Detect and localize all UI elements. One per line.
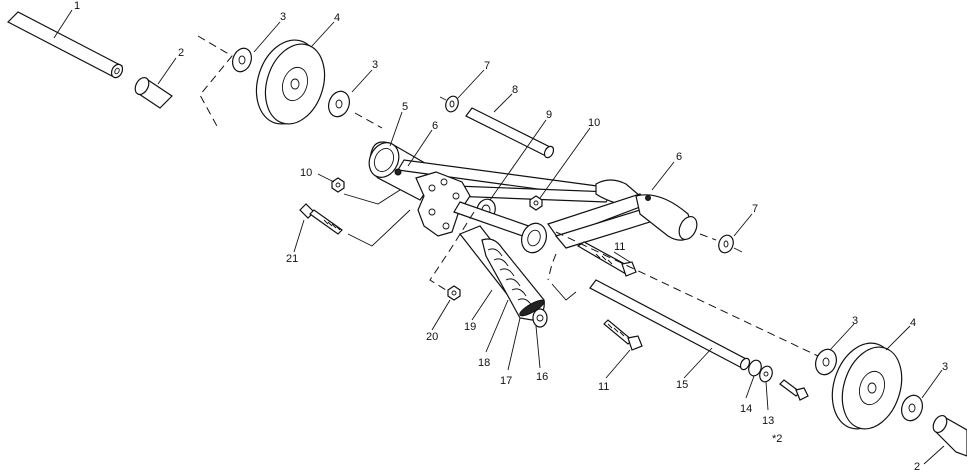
callout-8: 8 [512,84,518,96]
callout-4: 4 [334,12,340,24]
washer-part-7-b [718,234,734,254]
spacer-part-2-lower [932,414,967,457]
callout-9: 9 [546,109,552,121]
washer-part-13 [759,365,773,383]
wheel-part-4-lower [831,342,903,430]
washer-part-3-d [901,394,923,422]
washer-part-3-c [815,348,837,376]
wheel-part-4-upper [255,39,326,125]
rod-part-15 [589,279,751,371]
washer-part-7-a [445,95,459,113]
nut-part-10-a [331,177,345,193]
callout-10: 10 [588,117,600,129]
callout-12: *2 [772,433,782,445]
callout-3: 3 [852,315,858,327]
washer-part-3-b [328,90,350,118]
callout-3: 3 [280,11,286,23]
lower-arm [453,193,698,254]
callout-16: 16 [536,371,548,383]
callout-17: 17 [500,375,512,387]
callout-1: 1 [74,0,80,12]
spacer-part-2-upper [134,76,173,109]
callout-18: 18 [478,357,490,369]
callout-3: 3 [372,59,378,71]
callout-3: 3 [942,361,948,373]
callout-7: 7 [752,203,758,215]
callout-6: 6 [676,151,682,163]
callout-13: 13 [762,415,774,427]
mounting-plate [415,171,471,237]
callout-21: 21 [286,253,298,265]
leader-lines [53,9,945,465]
callout-15: 15 [676,379,688,391]
callout-2: 2 [178,47,184,59]
callout-7: 7 [484,60,490,72]
callout-6: 6 [432,120,438,132]
bolt-part-11-b [603,319,643,351]
callout-19: 19 [464,321,476,333]
screw-part-12 [779,379,809,401]
bolt-part-11-a [576,241,637,277]
bolt-part-21 [299,203,343,235]
washer-part-3-a [231,47,253,73]
shaft-part-1 [6,11,124,79]
nut-part-10-b [529,195,543,211]
nut-part-20 [447,285,461,301]
callout-4: 4 [910,317,916,329]
callout-2: 2 [914,461,920,472]
callout-11: 11 [598,381,609,393]
callout-labels: 1 2 3 4 3 7 8 5 6 9 10 6 10 7 21 11 20 1… [74,0,948,472]
callout-5: 5 [402,101,408,113]
callout-20: 20 [426,331,438,343]
callout-10: 10 [300,167,312,179]
shock-absorber [459,225,548,328]
callout-11: 11 [614,241,625,253]
rod-part-8 [465,107,555,159]
callout-14: 14 [740,403,752,415]
